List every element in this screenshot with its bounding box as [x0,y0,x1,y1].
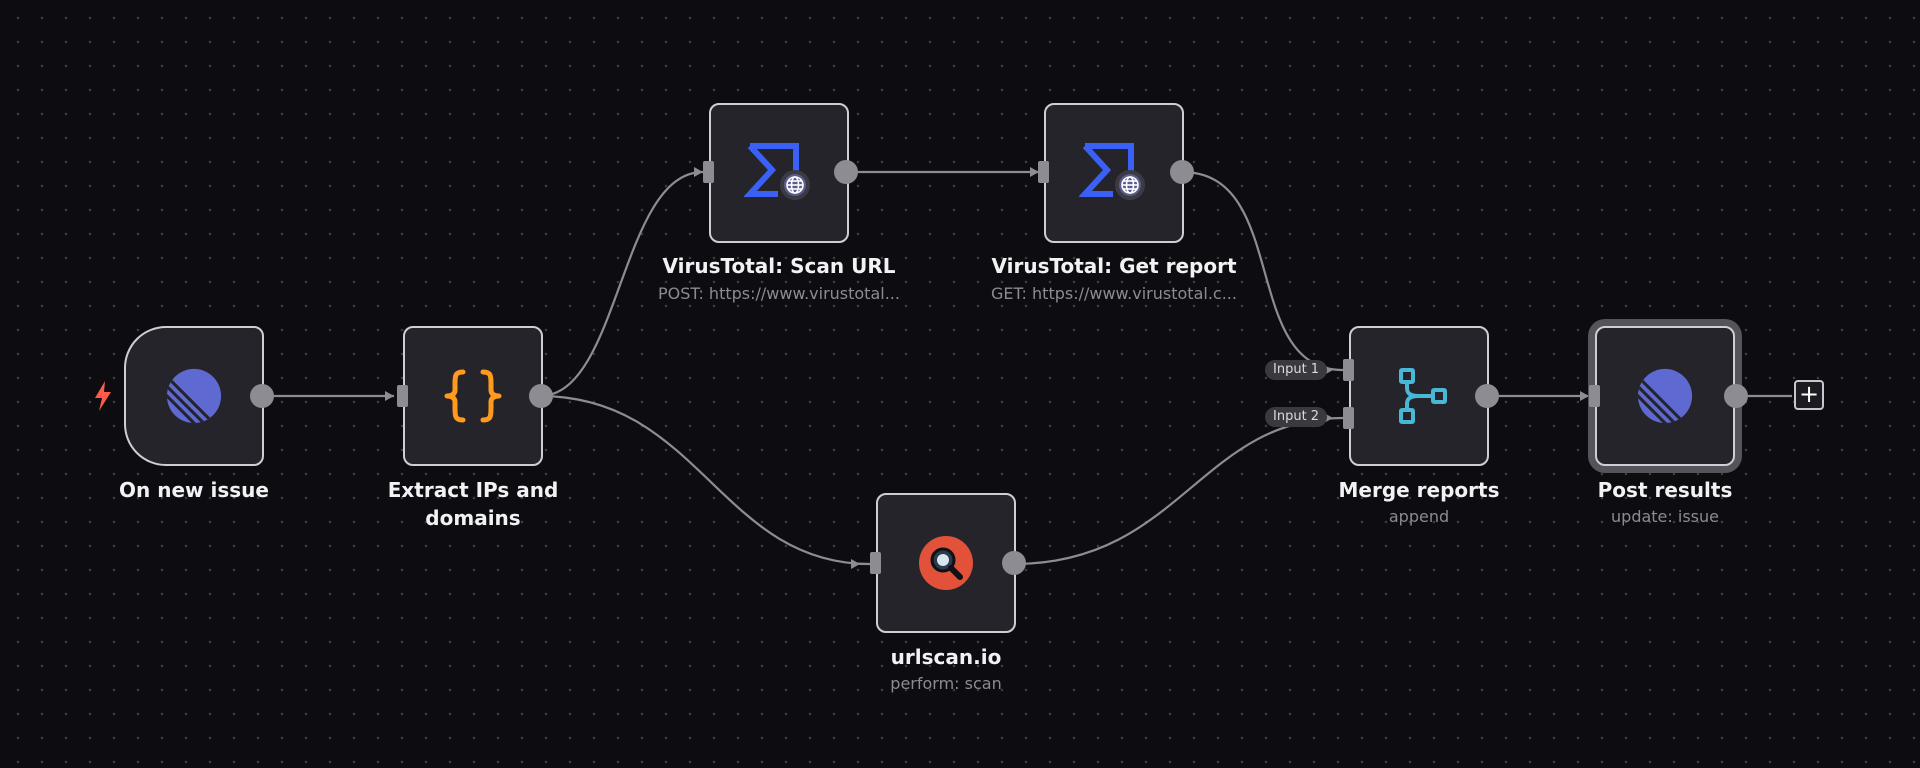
output-port[interactable] [1475,384,1499,408]
output-port[interactable] [1002,551,1026,575]
edge-arrowhead [385,391,394,401]
input-2-label: Input 2 [1265,407,1328,427]
edge-extract-to-vt-scan [539,170,704,398]
virustotal-http-icon [744,143,810,200]
input-1-label: Input 1 [1265,360,1328,380]
node-post-results[interactable] [1595,326,1735,466]
curly-braces-icon [444,369,502,423]
node-label: VirusTotal: Scan URL [662,254,896,278]
output-port[interactable] [1724,384,1748,408]
node-label: VirusTotal: Get report [991,254,1237,278]
input-port[interactable] [870,552,881,574]
linear-logo-icon [1637,368,1693,424]
node-extract-ips-and-domains[interactable] [403,326,543,466]
output-port[interactable] [1170,160,1194,184]
input-port[interactable] [1589,385,1600,407]
edge-arrowhead [1580,391,1589,401]
node-subtitle: perform: scan [890,674,1002,693]
trigger-bolt-icon [95,381,111,411]
node-label: On new issue [119,478,269,502]
input-port[interactable] [1038,161,1049,183]
input-port[interactable] [397,385,408,407]
output-port[interactable] [834,160,858,184]
node-label: Post results [1597,478,1733,502]
node-on-new-issue[interactable] [124,326,264,466]
node-subtitle: append [1388,507,1450,526]
node-subtitle: update: issue [1611,507,1719,526]
node-merge-reports[interactable] [1349,326,1489,466]
add-node-button[interactable]: + [1794,380,1824,410]
node-subtitle: POST: https://www.virustotal... [658,284,900,303]
input-port-2[interactable] [1343,407,1354,429]
edge-arrowhead [694,167,703,177]
input-port[interactable] [703,161,714,183]
edge-arrowhead [1030,167,1039,177]
edge-extract-to-urlscan [539,394,871,566]
node-label: urlscan.io [890,645,1002,669]
node-label: Extract IPs and domains [387,478,559,530]
node-virustotal-scan-url[interactable] [709,103,849,243]
linear-logo-icon [166,368,222,424]
output-port[interactable] [250,384,274,408]
node-urlscan-io[interactable] [876,493,1016,633]
plus-icon: + [1798,380,1820,408]
edge-arrowhead [851,559,860,569]
input-port-1[interactable] [1343,359,1354,381]
merge-branch-icon [1399,368,1447,424]
virustotal-http-icon [1079,143,1145,200]
node-virustotal-get-report[interactable] [1044,103,1184,243]
node-subtitle: GET: https://www.virustotal.c... [991,284,1237,303]
output-port[interactable] [529,384,553,408]
node-label: Merge reports [1338,478,1500,502]
urlscan-magnifier-icon [919,536,973,590]
